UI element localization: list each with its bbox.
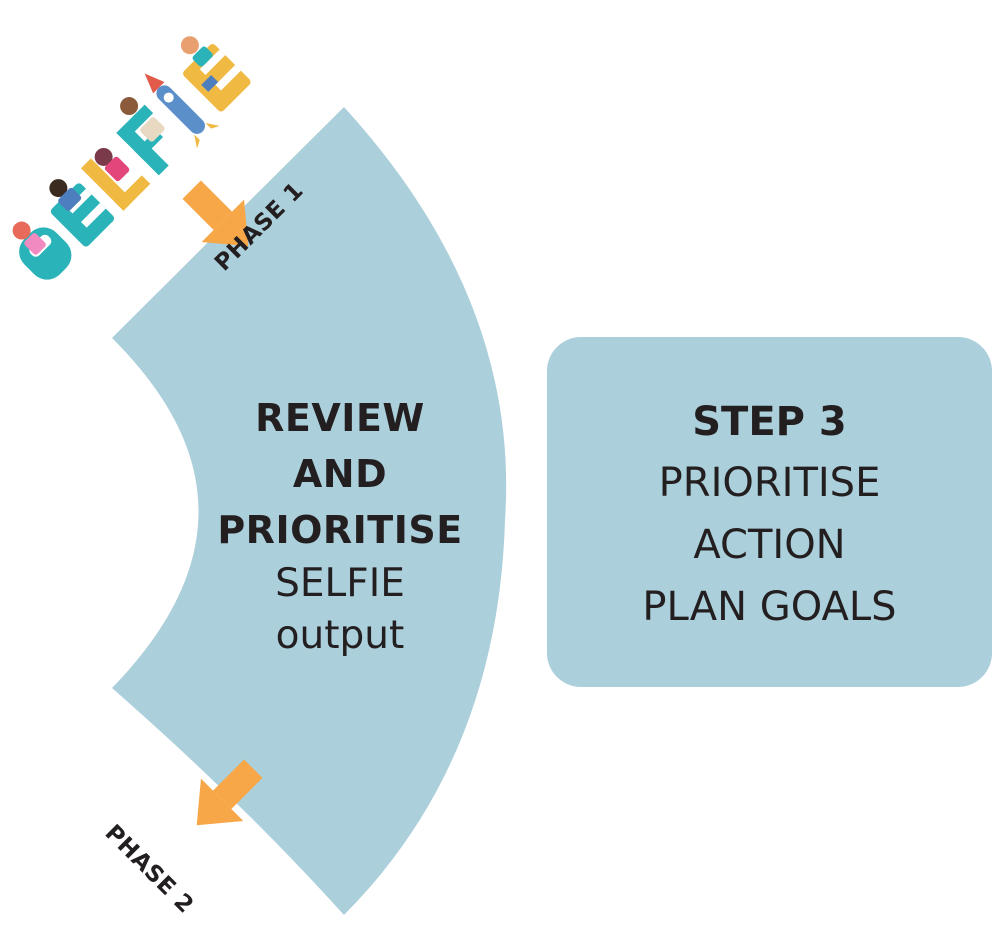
logo-letter-l (81, 147, 151, 211)
arc-subtitle-output: output (275, 613, 405, 658)
logo-letter-s (12, 221, 72, 280)
logo-letter-f (116, 97, 169, 176)
step-line-action: ACTION (693, 522, 846, 568)
phase2-arrow (196, 759, 263, 826)
step-3-box: STEP 3 PRIORITISE ACTION PLAN GOALS (547, 337, 992, 687)
arc-title-prioritise: PRIORITISE (217, 508, 463, 552)
arc-title-and: AND (292, 452, 388, 496)
phase1-arrow (182, 180, 249, 247)
step-title: STEP 3 (692, 399, 847, 445)
logo-letter-e2 (180, 36, 251, 112)
step-line-plan-goals: PLAN GOALS (642, 584, 897, 630)
arc-title-review: REVIEW (255, 396, 425, 440)
step-line-prioritise: PRIORITISE (658, 460, 881, 506)
logo-letter-e (49, 179, 115, 247)
selfie-logo (12, 36, 251, 280)
arc-subtitle-selfie: SELFIE (275, 561, 405, 606)
logo-letter-i (144, 73, 220, 149)
arc-text-block: REVIEW AND PRIORITISE SELFIE output (160, 390, 520, 662)
review-phase-arc (112, 107, 507, 915)
